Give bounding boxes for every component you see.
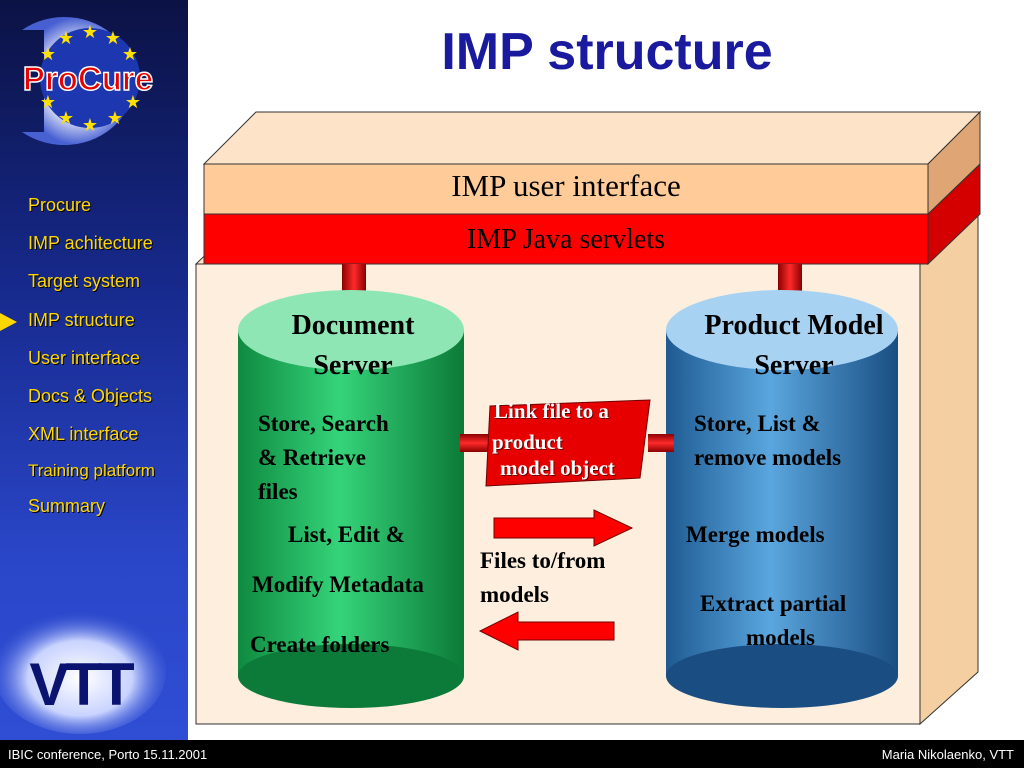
sidebar-item-imp-architecture[interactable]: IMP achitecture (28, 233, 153, 253)
sidebar-item-docs-objects[interactable]: Docs & Objects (28, 386, 153, 406)
product-server-merge: Merge models (686, 522, 825, 547)
product-server-store: Store, List & (694, 411, 821, 436)
svg-text:★: ★ (82, 22, 98, 43)
link-label-line1: Link file to a (494, 399, 609, 423)
footer-conference: IBIC conference, Porto 15.11.2001 (8, 747, 208, 762)
document-server-store: Store, Search (258, 411, 389, 436)
svg-text:★: ★ (58, 108, 74, 129)
product-server-extract: Extract partial (700, 591, 847, 616)
svg-text:★: ★ (125, 92, 141, 113)
sidebar-item-training-platform[interactable]: Training platform (28, 461, 155, 480)
sidebar-item-imp-structure[interactable]: IMP structure (28, 310, 135, 330)
document-server-list-edit: List, Edit & (288, 522, 405, 547)
link-pipe-right (648, 434, 674, 452)
sidebar-item-xml-interface[interactable]: XML interface (28, 424, 139, 444)
footer-author: Maria Nikolaenko, VTT (881, 747, 1014, 762)
document-server-files: files (258, 479, 298, 504)
product-server-title: Product Model Server (704, 310, 884, 381)
sidebar-item-summary[interactable]: Summary (28, 496, 106, 516)
product-server-remove: remove models (694, 445, 842, 470)
document-server-folders: Create folders (250, 632, 390, 657)
vtt-logo: VTT (0, 610, 166, 734)
svg-text:★: ★ (40, 92, 56, 113)
svg-text:★: ★ (82, 115, 98, 136)
product-server-models: models (746, 625, 815, 650)
link-label-line2: product (492, 430, 563, 454)
svg-text:★: ★ (40, 44, 56, 65)
user-interface-label: IMP user interface (451, 168, 681, 203)
procure-logo: ★★★ ★★★ ★★★ ★ ProCure (22, 16, 154, 145)
transfer-label-line1: Files to/from (480, 548, 606, 573)
current-item-arrow-icon (0, 313, 17, 331)
servlet-layer (203, 162, 981, 266)
vtt-logo-text: VTT (29, 651, 134, 718)
footer: IBIC conference, Porto 15.11.2001 Maria … (0, 740, 1024, 768)
sidebar-item-user-interface[interactable]: User interface (28, 348, 141, 368)
link-label-line3: model object (500, 456, 615, 480)
page-title: IMP structure (441, 23, 773, 81)
link-ribbon (485, 399, 651, 487)
document-server-retrieve: & Retrieve (258, 445, 366, 470)
link-pipe-left (460, 434, 488, 452)
imp-structure-diagram (194, 110, 982, 726)
document-server-title: Document Server (291, 310, 415, 381)
product-server-cylinder (666, 290, 898, 708)
sidebar-item-target-system[interactable]: Target system (28, 271, 141, 291)
sidebar-item-procure[interactable]: Procure (28, 195, 92, 215)
document-server-metadata: Modify Metadata (252, 572, 424, 597)
svg-text:★: ★ (107, 108, 123, 129)
document-server-cylinder (238, 290, 464, 708)
svg-text:★: ★ (122, 44, 138, 65)
servlets-label: IMP Java servlets (466, 224, 666, 255)
arrow-right-icon[interactable] (493, 509, 634, 547)
svg-text:★: ★ (105, 28, 121, 49)
procure-logo-text: ProCure (23, 60, 153, 97)
sidebar: ★★★ ★★★ ★★★ ★ ProCure Procure IMP achite… (0, 0, 188, 740)
transfer-label-line2: models (480, 582, 549, 607)
arrow-left-icon[interactable] (478, 611, 615, 651)
svg-text:★: ★ (58, 28, 74, 49)
user-interface-layer (202, 110, 982, 216)
